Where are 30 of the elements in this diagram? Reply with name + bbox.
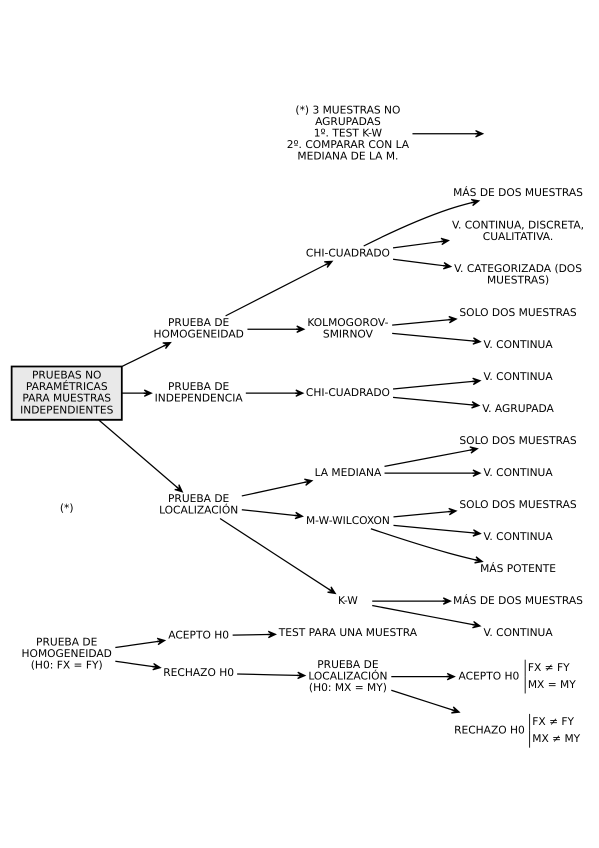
node-text: TEST PARA UNA MUESTRA	[278, 626, 418, 639]
node-text: PRUEBA DE LOCALIZACIÓN	[159, 492, 238, 517]
node-text: ACEPTO H0	[168, 628, 230, 642]
node-text: V. CONTINUA	[483, 466, 553, 479]
node-text: PRUEBA DE LOCALIZACIÓN (H0: MX = MY)	[308, 658, 388, 694]
node-text: MÁS DE DOS MUESTRAS	[453, 594, 583, 607]
node-text: PRUEBA DE HOMOGENEIDAD (H0: FX = FY)	[22, 636, 112, 672]
label: (*)	[60, 501, 74, 514]
node-text: PRUEBA DE HOMOGENEIDAD	[153, 316, 244, 341]
node-text: V. AGRUPADA	[482, 402, 554, 415]
node-text: SOLO DOS MUESTRAS	[459, 434, 577, 447]
node-text: LA MEDIANA	[314, 466, 382, 479]
node-text: V. CONTINUA	[483, 626, 553, 639]
node-text: CHI-CUADRADO	[306, 246, 390, 260]
node-text: V. CONTINUA, DISCRETA, CUALITATIVA.	[452, 218, 584, 243]
node-text: PRUEBA DE INDEPENDENCIA	[154, 380, 243, 405]
node-text: MÁS POTENTE	[480, 562, 556, 575]
node-text: SOLO DOS MUESTRAS	[459, 306, 577, 319]
node-text: CHI-CUADRADO	[306, 386, 390, 399]
node-text: RECHAZO H0	[163, 666, 234, 679]
node-text: V. CATEGORIZADA (DOS MUESTRAS)	[454, 262, 582, 287]
node-text: V. CONTINUA	[483, 338, 553, 351]
node-text: KOLMOGOROV-SMIRNOV	[307, 316, 388, 341]
node-text: MÁS DE DOS MUESTRAS	[453, 186, 583, 200]
node-text: V. CONTINUA	[483, 530, 553, 543]
node-text: V. CONTINUA	[483, 370, 553, 383]
node-text: SOLO DOS MUESTRAS	[459, 498, 577, 511]
node-text: (*) 3 MUESTRAS NO AGRUPADAS 1º. TEST K-W 2º. COMPARAR CON LA MEDIANA DE LA M.	[286, 103, 410, 163]
node-text: K-W	[338, 594, 358, 607]
node-text: M-W-WILCOXON	[306, 514, 390, 527]
